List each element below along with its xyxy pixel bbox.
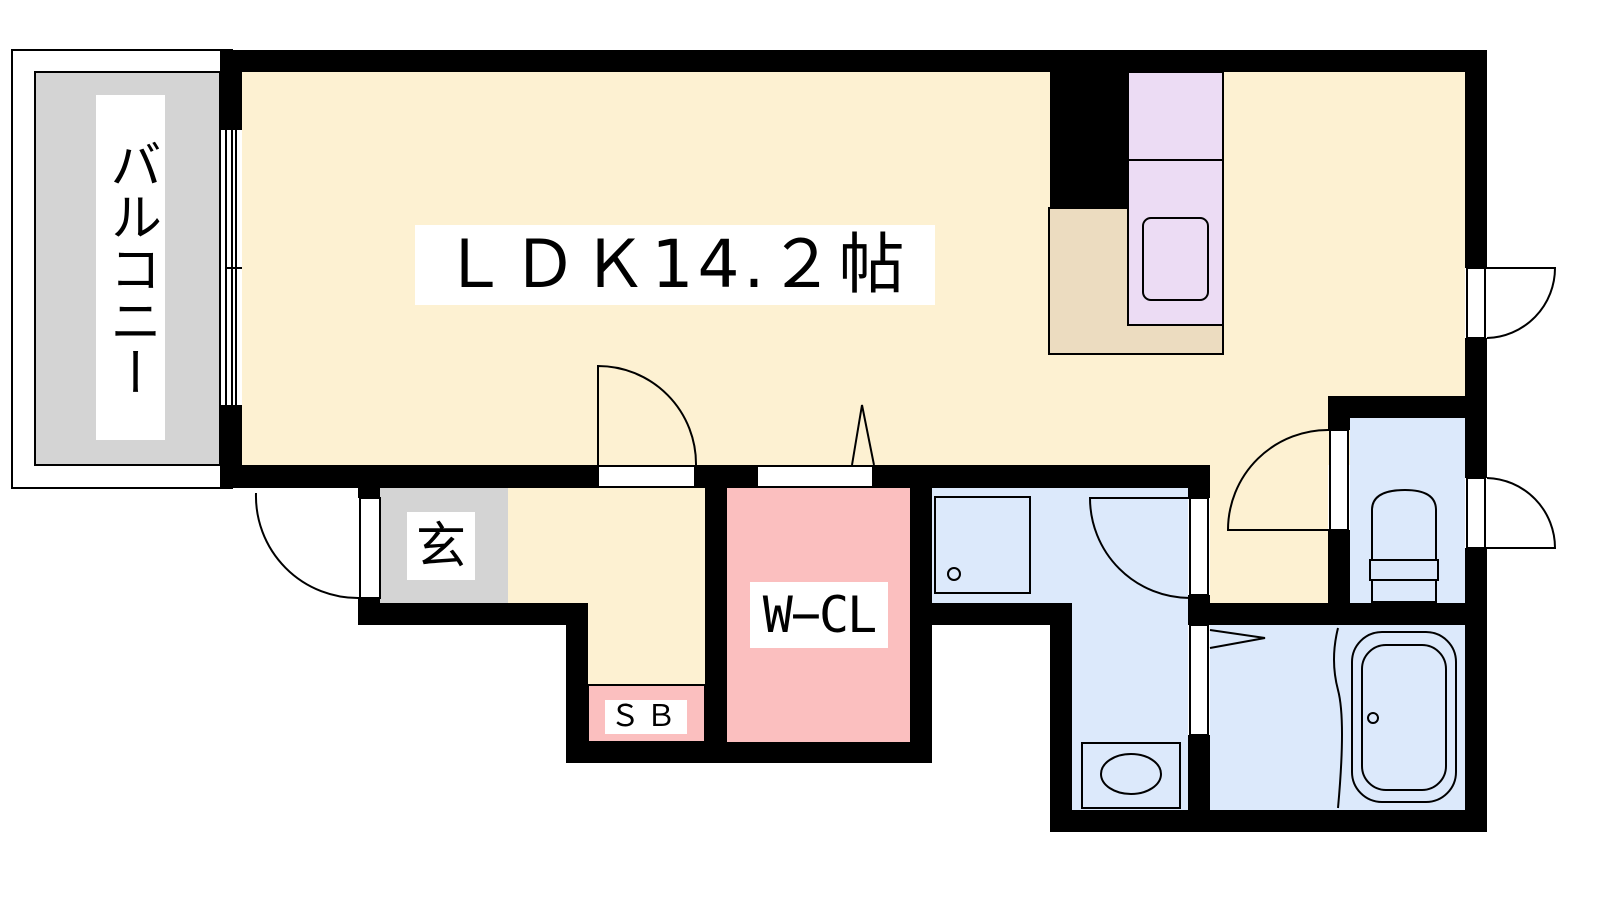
hall-floor-2 xyxy=(588,603,705,685)
ldk-label: ＬＤＫ14.２帖 xyxy=(415,225,935,305)
shoe-box-label: ＳＢ xyxy=(605,700,687,734)
toilet-floor xyxy=(1350,418,1465,603)
window-right-2 xyxy=(1467,477,1557,549)
sliding-door-closet xyxy=(851,404,875,466)
door-entrance xyxy=(254,492,361,600)
entrance-label: 玄 xyxy=(407,512,475,580)
door-bathroom xyxy=(1209,629,1266,649)
washroom-floor xyxy=(932,488,1188,603)
bath-curtain xyxy=(1333,627,1343,809)
bathtub-icon xyxy=(1351,631,1457,803)
hall-floor xyxy=(508,488,705,603)
door-washroom xyxy=(1088,497,1191,599)
door-toilet xyxy=(1226,428,1331,531)
washbasin-bowl-icon xyxy=(1100,753,1162,795)
bathroom-floor xyxy=(1210,625,1465,810)
kitchen-column xyxy=(1050,72,1128,208)
sink-icon xyxy=(1142,217,1209,301)
washer-drain-icon xyxy=(947,567,961,581)
walls xyxy=(220,50,1487,832)
washer-icon xyxy=(934,496,1031,594)
balcony-label: バルコニー xyxy=(96,95,165,440)
bathtub-drain-icon xyxy=(1367,712,1379,724)
ldk-floor-extension xyxy=(1210,465,1328,603)
window-right-1 xyxy=(1467,267,1557,339)
bathtub-inner xyxy=(1361,644,1447,791)
door-ldk-hall xyxy=(597,364,698,466)
toilet-icon xyxy=(1369,488,1439,603)
closet-label: W−CL xyxy=(750,582,888,648)
washbasin-icon xyxy=(1081,742,1181,809)
washroom-floor-2 xyxy=(1072,603,1188,810)
doors-and-windows xyxy=(225,130,1557,736)
